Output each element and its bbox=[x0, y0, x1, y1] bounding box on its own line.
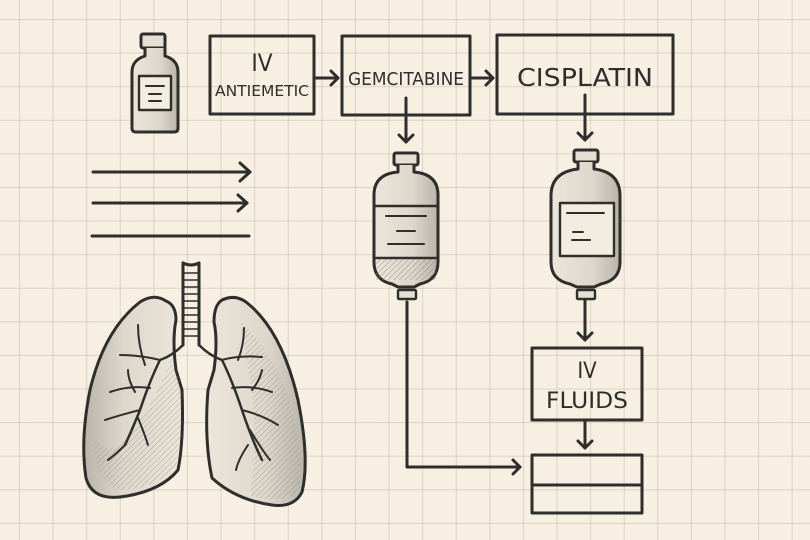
node-antiemetic-label-line2: ANTIEMETIC bbox=[215, 82, 309, 100]
lungs-icon bbox=[82, 261, 307, 507]
node-fluids-label-line2: FLUIDS bbox=[546, 389, 628, 414]
arrow-fluids-to-table bbox=[576, 418, 594, 450]
iv-bag-icon bbox=[549, 148, 622, 301]
node-antiemetic-box bbox=[208, 34, 316, 116]
node-cisplatin-label: CISPLATIN bbox=[517, 63, 653, 92]
medicine-vial-icon bbox=[130, 32, 180, 134]
arrow-line-2 bbox=[91, 193, 249, 213]
arrow-antiemetic-to-gemcitabine bbox=[312, 69, 340, 87]
node-fluids-box bbox=[530, 346, 644, 422]
arrow-bag-to-table bbox=[405, 300, 522, 476]
arrow-line-1 bbox=[91, 161, 252, 183]
node-gemcitabine-label: GEMCITABINE bbox=[348, 69, 464, 90]
result-table bbox=[530, 453, 644, 515]
iv-bag-icon bbox=[372, 151, 440, 301]
arrow-gemcitabine-to-bag bbox=[397, 96, 415, 144]
node-antiemetic-label-line1: IV bbox=[251, 49, 272, 77]
node-fluids-label-line1: IV bbox=[577, 359, 597, 384]
arrow-cisplatin-to-bag bbox=[576, 93, 594, 142]
arrow-gemcitabine-to-cisplatin bbox=[468, 69, 495, 87]
arrow-bag-to-fluids bbox=[576, 296, 594, 342]
